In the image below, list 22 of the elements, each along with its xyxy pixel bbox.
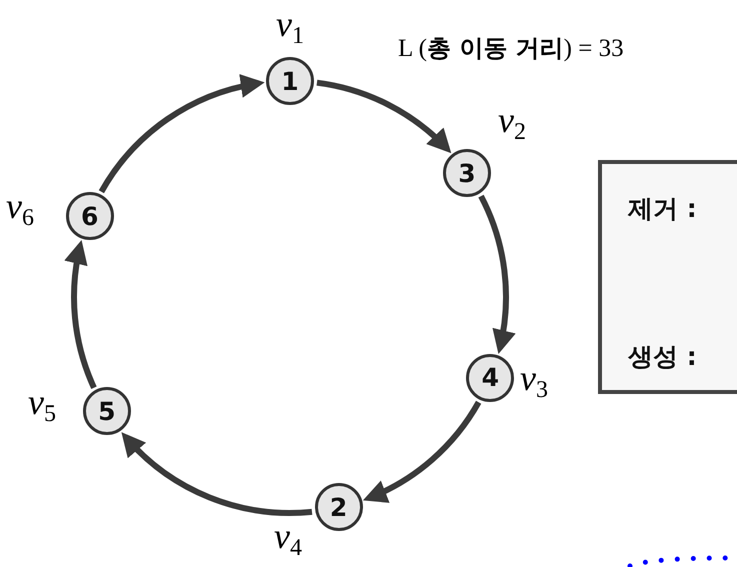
arrow — [363, 400, 482, 502]
arrow — [121, 432, 312, 516]
vertex-label: v$_{3}$ — [520, 360, 548, 402]
vertex-label: v$_{5}$ — [28, 384, 56, 426]
text-panel — [598, 160, 737, 394]
node-circle: 2 — [314, 483, 363, 532]
vertex-label: v$_{4}$ — [274, 518, 302, 560]
panel-text: 제거 : — [628, 193, 697, 225]
node-circle: 5 — [82, 387, 131, 436]
arrow — [65, 240, 97, 389]
arrow — [316, 80, 452, 153]
panel-text: 생성 : — [628, 341, 697, 373]
vertex-label: v$_{1}$ — [276, 6, 304, 48]
arrow — [478, 194, 515, 354]
vertex-label: v$_{6}$ — [6, 188, 34, 230]
node-circle: 4 — [466, 354, 514, 402]
node-circle: 1 — [266, 57, 314, 105]
arrow — [98, 75, 265, 194]
node-circle: 3 — [442, 149, 491, 198]
total-distance-label: L (총 이동 거리) = 33 — [398, 33, 624, 64]
node-circle: 6 — [66, 192, 114, 240]
vertex-label: v$_{2}$ — [498, 102, 526, 144]
